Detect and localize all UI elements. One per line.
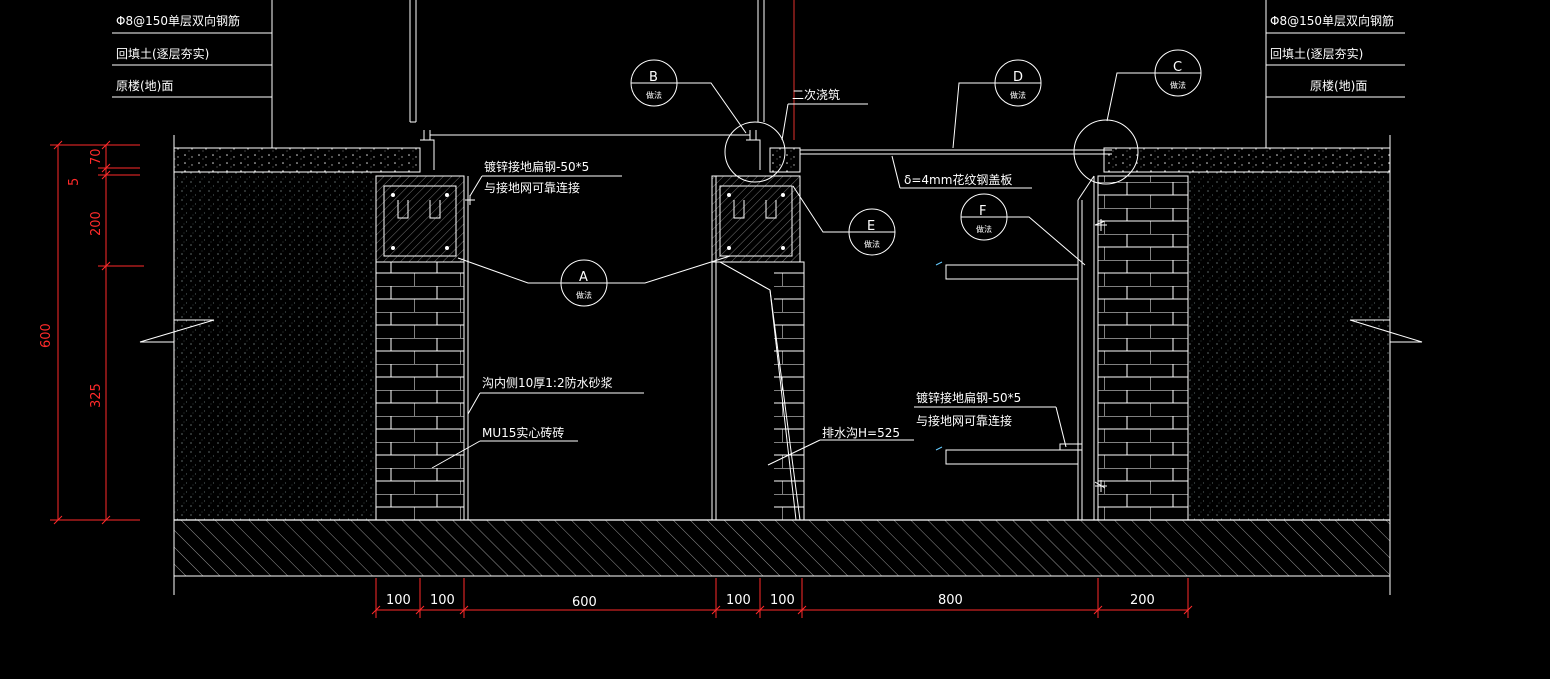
backfill-left-label: 回填土(逐层夯实) bbox=[116, 46, 209, 61]
flat-steel-bottom-line2: 与接地网可靠连接 bbox=[916, 413, 1012, 428]
leader-annotations: 二次浇筑 δ=4mm花纹钢盖板 镀锌接地扁钢-50*5 与接地网可靠连接 沟内侧… bbox=[431, 87, 1067, 469]
upper-members bbox=[271, 0, 1267, 170]
middle-brick-wall bbox=[711, 175, 805, 521]
callout-labels: B 做法 D 做法 C 做法 A 做法 E 做法 F 做法 bbox=[576, 60, 1186, 300]
backfill-soil bbox=[174, 172, 1390, 520]
break-lines bbox=[139, 319, 1423, 343]
left-dimensions: 70 5 200 325 600 bbox=[39, 140, 144, 525]
right-brick-wall bbox=[1077, 175, 1189, 521]
right-annotation-block: Φ8@150单层双向钢筋 回填土(逐层夯实) 原楼(地)面 bbox=[1266, 13, 1405, 98]
callout-F-sub: 做法 bbox=[976, 224, 992, 234]
dim-bottom-2: 100 bbox=[430, 593, 455, 608]
callout-E-letter: E bbox=[867, 219, 875, 234]
left-annotation-block: Φ8@150单层双向钢筋 回填土(逐层夯实) 原楼(地)面 bbox=[112, 13, 272, 98]
brick-label: MU15实心砖砖 bbox=[482, 425, 564, 440]
callout-A-sub: 做法 bbox=[576, 290, 592, 300]
callout-B-sub: 做法 bbox=[646, 90, 662, 100]
cover-plate bbox=[799, 148, 1112, 172]
callout-F-letter: F bbox=[979, 204, 986, 219]
callout-C-sub: 做法 bbox=[1170, 80, 1186, 90]
dim-bottom-5: 100 bbox=[770, 593, 795, 608]
callout-D-sub: 做法 bbox=[1010, 90, 1026, 100]
second-pour-label: 二次浇筑 bbox=[792, 87, 840, 102]
mortar-label: 沟内侧10厚1:2防水砂浆 bbox=[482, 375, 613, 390]
markers bbox=[465, 195, 1107, 492]
dim-bottom-6: 800 bbox=[938, 593, 963, 608]
drain-label: 排水沟H=525 bbox=[822, 426, 900, 440]
rebar-left-label: Φ8@150单层双向钢筋 bbox=[116, 13, 240, 28]
flat-steel-bottom-line1: 镀锌接地扁钢-50*5 bbox=[916, 390, 1021, 405]
floor-left-label: 原楼(地)面 bbox=[116, 78, 173, 93]
flat-steel-top-line2: 与接地网可靠连接 bbox=[484, 180, 580, 195]
callout-B-letter: B bbox=[649, 70, 658, 85]
callouts bbox=[457, 49, 1202, 307]
dim-bottom-3: 600 bbox=[572, 595, 597, 610]
callout-C-letter: C bbox=[1173, 60, 1182, 75]
backfill-right-label: 回填土(逐层夯实) bbox=[1270, 46, 1363, 61]
dim-left-5: 5 bbox=[67, 178, 82, 186]
left-brick-wall bbox=[375, 175, 469, 521]
base-slab bbox=[173, 519, 1391, 577]
dim-bottom-4: 100 bbox=[726, 593, 751, 608]
dim-left-200: 200 bbox=[89, 211, 104, 236]
steel-plate-label: δ=4mm花纹钢盖板 bbox=[904, 172, 1012, 187]
callout-D-letter: D bbox=[1013, 70, 1023, 85]
dim-left-70: 70 bbox=[89, 148, 104, 165]
callout-E-sub: 做法 bbox=[864, 239, 880, 249]
callout-A-letter: A bbox=[579, 270, 588, 285]
dim-bottom-1: 100 bbox=[386, 593, 411, 608]
floor-right-label: 原楼(地)面 bbox=[1310, 78, 1367, 93]
dim-left-325: 325 bbox=[89, 383, 104, 408]
top-slab bbox=[173, 135, 1391, 595]
dim-bottom-7: 200 bbox=[1130, 593, 1155, 608]
dim-left-600: 600 bbox=[39, 323, 54, 348]
cable-brackets bbox=[935, 220, 1106, 489]
bottom-dimensions: 100 100 600 100 100 800 200 bbox=[371, 578, 1193, 618]
flat-steel-top-line1: 镀锌接地扁钢-50*5 bbox=[484, 159, 589, 174]
rebar-right-label: Φ8@150单层双向钢筋 bbox=[1270, 13, 1394, 28]
